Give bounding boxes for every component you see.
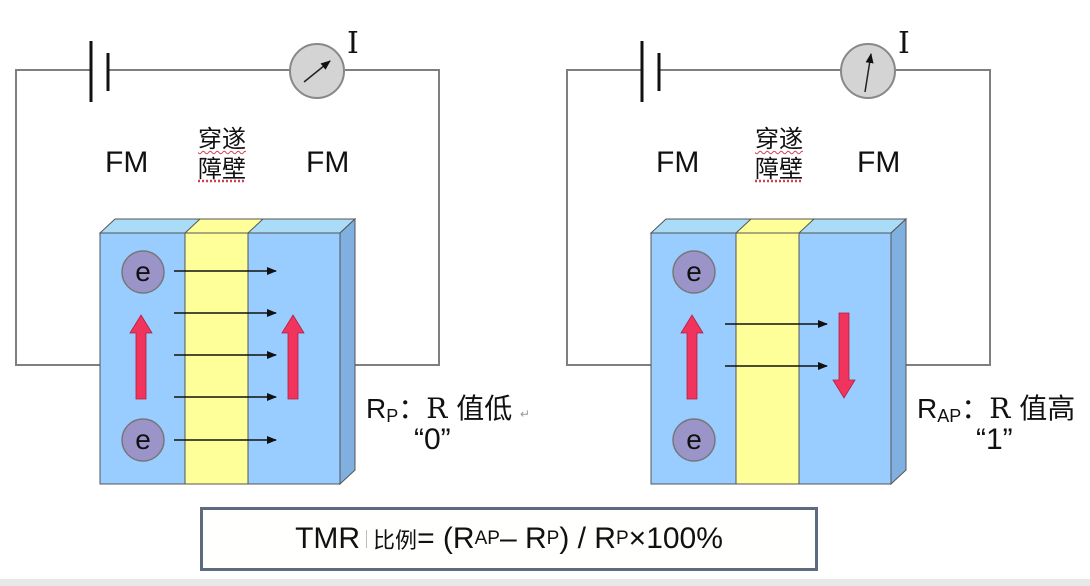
panel-antiparallel: ee [566, 41, 991, 486]
state-value-parallel: “0” [414, 423, 451, 456]
formula-prefix: TMR [295, 522, 361, 555]
left-magnetization-arrow-icon [129, 314, 153, 400]
circuit-wire [896, 69, 991, 366]
resistance-subscript: AP [937, 406, 962, 426]
circuit-wire [15, 69, 100, 366]
resistance-label-antiparallel: RAP：R 值高 [917, 387, 1075, 427]
electron-icon [672, 250, 716, 294]
electron-label: e [686, 424, 702, 455]
circuit-wire [345, 69, 440, 366]
left-fm-label: FM [656, 146, 700, 179]
stack-side-face [339, 217, 356, 486]
current-label: I [898, 26, 910, 61]
formula-sub-p: P [615, 528, 629, 549]
formula-sub-ap: AP [474, 528, 500, 549]
ammeter-needle [303, 60, 331, 83]
circuit-wire [566, 69, 651, 366]
electron-label: e [135, 424, 151, 455]
tunnel-barrier-layer [735, 232, 800, 485]
right-fm-label: FM [306, 146, 350, 179]
stack-side-face [890, 217, 907, 486]
barrier-label-line2: 障壁 [198, 155, 246, 183]
current-label: I [347, 26, 359, 61]
resistance-desc: ：R 值低 [398, 392, 513, 425]
barrier-label: 穿遂 障壁 [755, 124, 803, 184]
tunnel-barrier-layer [184, 232, 249, 485]
formula-sub-p: P [546, 528, 560, 549]
text-cursor-mark [366, 530, 368, 548]
electron-icon [672, 418, 716, 462]
resistance-symbol: R [366, 393, 387, 424]
right-magnetization-arrow-icon [832, 312, 856, 399]
right-fm-label: FM [857, 146, 901, 179]
state-value-antiparallel: “1” [976, 423, 1013, 456]
formula-eq: = (R [417, 522, 475, 555]
left-magnetization-arrow-icon [680, 314, 704, 400]
formula-cn-label: 比例 [373, 529, 418, 554]
barrier-label-line1: 穿遂 [755, 125, 803, 153]
return-mark-icon: ↵ [520, 407, 531, 421]
resistance-desc: ：R 值高 [961, 392, 1076, 425]
resistance-subscript: P [386, 406, 399, 426]
panel-parallel: ee [15, 41, 440, 486]
electron-icon [121, 418, 165, 462]
formula-suffix: ×100% [628, 522, 723, 555]
barrier-label-line2: 障壁 [755, 155, 803, 183]
barrier-label: 穿遂 障壁 [198, 124, 246, 184]
resistance-symbol: R [917, 393, 938, 424]
ammeter-needle [864, 53, 874, 93]
left-fm-label: FM [105, 146, 149, 179]
electron-label: e [686, 256, 702, 287]
barrier-label-line1: 穿遂 [198, 125, 246, 153]
electron-icon [121, 250, 165, 294]
formula-minus: – R [499, 522, 547, 555]
bottom-strip [0, 579, 1090, 586]
formula-div: ) / R [559, 522, 616, 555]
right-magnetization-arrow-icon [281, 314, 305, 400]
resistance-label-parallel: RP：R 值低 ↵ [366, 387, 530, 427]
electron-label: e [135, 256, 151, 287]
